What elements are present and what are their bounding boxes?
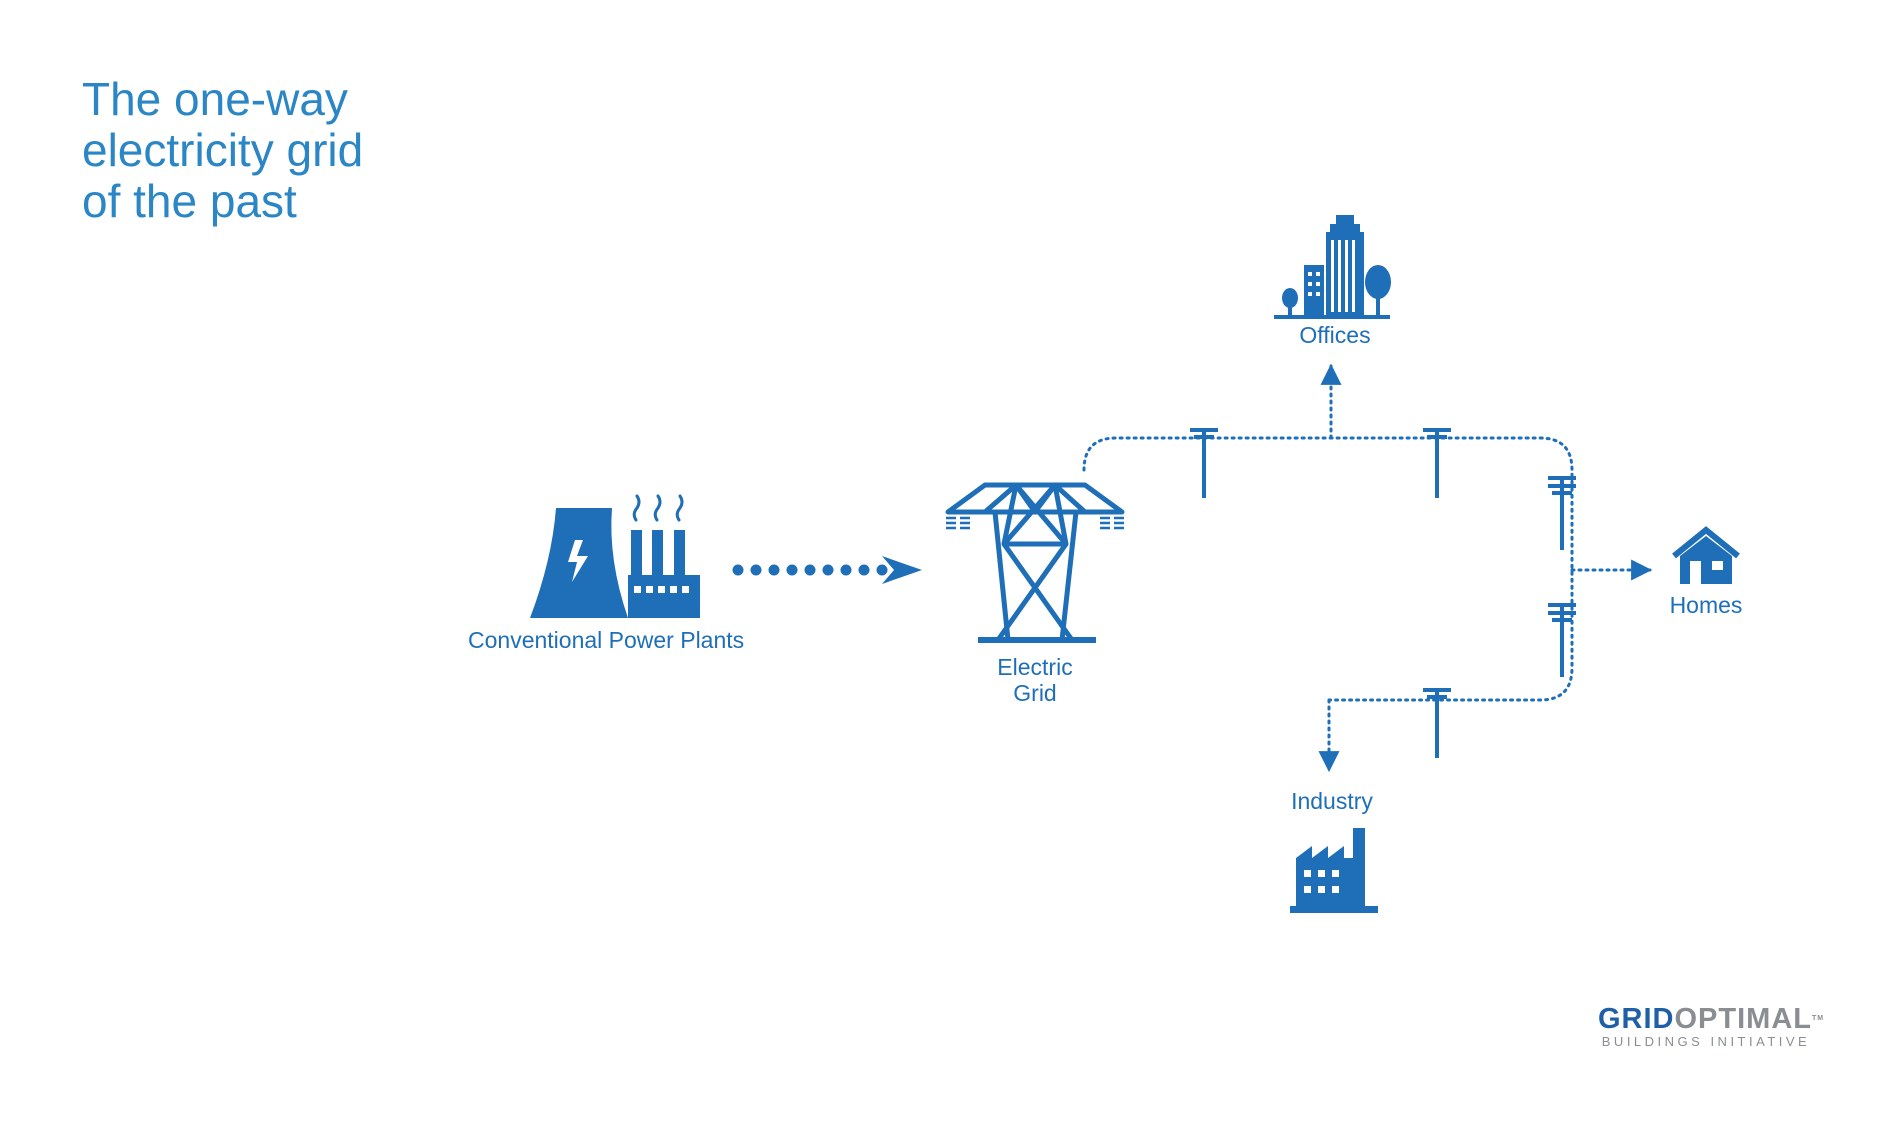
plant-to-grid-arrow (732, 556, 922, 584)
title-line-2: electricity grid (82, 124, 364, 176)
electric-grid-label: Electric Grid (990, 654, 1080, 706)
title-line-3: of the past (82, 175, 297, 227)
distribution-line (1082, 363, 1653, 773)
utility-pole-icon (1190, 428, 1576, 758)
logo-subtitle: BUILDINGS INITIATIVE (1601, 1034, 1811, 1049)
diagram-title: The one-way electricity grid of the past (82, 74, 363, 227)
logo-word-grid: GRID (1598, 1003, 1675, 1035)
transmission-tower-icon (945, 482, 1125, 643)
factory-icon (1290, 828, 1378, 913)
offices-label: Offices (1299, 322, 1371, 348)
logo-trademark: TM (1812, 1015, 1825, 1022)
logo-word-optimal: OPTIMAL (1674, 1003, 1812, 1035)
house-icon (1672, 526, 1740, 584)
office-buildings-icon (1274, 215, 1391, 319)
homes-label: Homes (1669, 592, 1743, 618)
title-line-1: The one-way (82, 73, 348, 125)
electric-grid-label-line-2: Grid (1013, 680, 1057, 706)
logo-wordmark: GRIDOPTIMALTM (1598, 1004, 1826, 1034)
power-plant-label: Conventional Power Plants (468, 627, 745, 653)
gridoptimal-logo: GRIDOPTIMALTM BUILDINGS INITIATIVE (1598, 1004, 1826, 1050)
power-plant-icon (530, 494, 700, 618)
industry-label: Industry (1291, 788, 1373, 814)
electric-grid-label-line-1: Electric (997, 654, 1073, 680)
